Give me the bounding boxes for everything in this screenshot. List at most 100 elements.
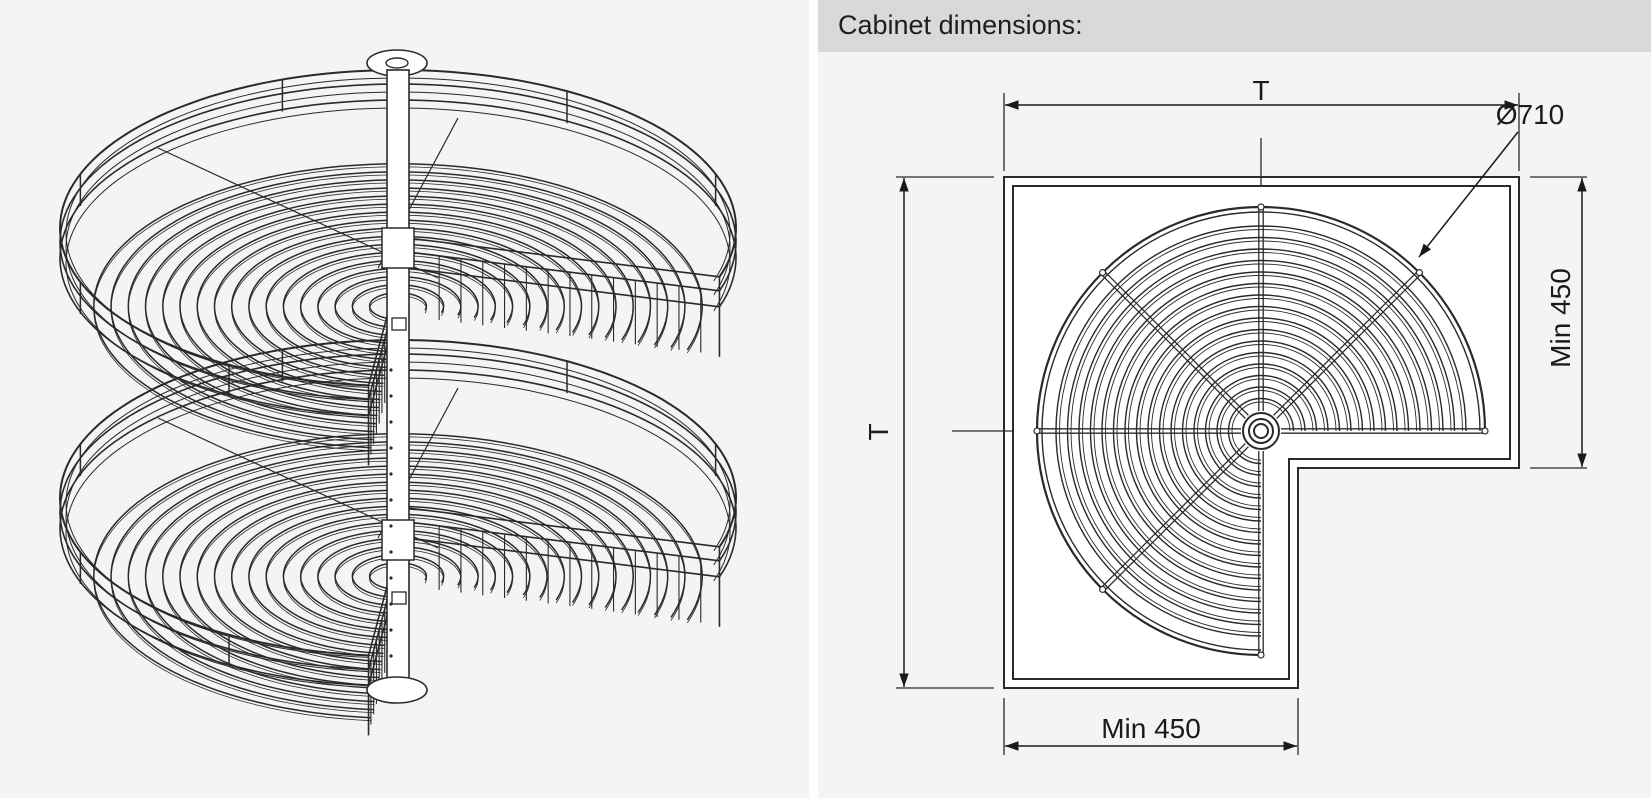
pole-adjust-hole — [389, 394, 393, 398]
tray-rim-rail-inner — [65, 377, 731, 688]
tray-floor-ring-shadow — [369, 295, 427, 323]
tray-rim-rail-inner — [65, 107, 731, 418]
basket-plan-view — [1033, 203, 1489, 659]
tray-floor-ring-shadow — [162, 468, 634, 689]
basket-wire-ring-inner — [1151, 321, 1371, 541]
spoke-end-knob — [1481, 427, 1489, 435]
section-header: Cabinet dimensions: — [818, 0, 1651, 52]
basket-wire-ring — [1147, 317, 1375, 545]
product-illustration-panel — [0, 0, 809, 798]
pole-adjust-hole — [389, 368, 393, 372]
dimension-bottom-min: Min 450 — [1003, 698, 1299, 755]
tray-floor-ring — [196, 481, 600, 671]
upper-hub-collar — [381, 227, 415, 269]
tray-floor-ring-shadow — [110, 174, 686, 443]
pole-adjust-hole — [389, 602, 393, 606]
basket-wire-ring-inner — [1231, 401, 1291, 461]
spoke-end-knob — [1257, 651, 1265, 659]
tray-floor-ring-shadow — [214, 492, 582, 665]
tray-floor-ring-shadow — [179, 476, 617, 681]
tray-floor-ring-shadow — [231, 500, 565, 657]
tray-floor-ring-shadow — [231, 230, 565, 387]
basket-spoke — [1100, 443, 1246, 589]
tray-floor-ring — [351, 283, 445, 328]
tray-floor-ring — [334, 275, 462, 337]
tray-side-rail — [407, 267, 720, 308]
dimension-left-height: T — [863, 176, 994, 689]
dimension-diameter-label: Ø710 — [1496, 99, 1565, 130]
tray-floor-ring-shadow — [334, 549, 462, 609]
tray-floor-ring — [213, 219, 583, 393]
basket-wire-ring-inner — [1220, 390, 1302, 472]
tray-floor-ring-shadow — [214, 222, 582, 395]
pole-adjust-hole — [389, 524, 393, 528]
center-pole — [366, 49, 428, 704]
spoke-end-knob — [1033, 427, 1041, 435]
tray-floor-ring — [162, 195, 634, 417]
section-title: Cabinet dimensions: — [838, 10, 1083, 40]
tray-floor-ring-shadow — [248, 508, 548, 649]
tray-floor-ring-shadow — [282, 524, 514, 633]
tray-floor-ring — [248, 235, 548, 377]
tray-floor-ring-shadow — [282, 254, 514, 363]
basket-spoke-pair — [1103, 446, 1249, 592]
tray-floor-ring-shadow — [317, 541, 479, 617]
dimension-bottom-label: Min 450 — [1101, 713, 1201, 744]
tray-floor-ring — [317, 267, 479, 345]
dimension-top-label: T — [1252, 75, 1269, 106]
tray-floor-ring-shadow — [369, 565, 427, 593]
tray-side-rail — [407, 537, 720, 578]
basket-wire-ring-inner — [1162, 332, 1360, 530]
basket-wire-ring — [1216, 386, 1306, 476]
tray-floor-ring-shadow — [317, 271, 479, 347]
pole-adjust-hole — [389, 654, 393, 658]
tray-floor-ring — [127, 179, 669, 433]
tray-side-rail — [407, 521, 720, 562]
tray-rim-rail-inner — [65, 77, 731, 388]
spoke-end-knob — [1099, 269, 1107, 277]
carousel-basket-illustration — [58, 49, 738, 736]
basket-wire-ring — [1227, 397, 1295, 465]
tray-floor-ring — [93, 433, 703, 719]
tray-floor-ring — [110, 441, 686, 711]
basket-rim-inner — [1041, 211, 1481, 651]
pole-adjust-hole — [389, 498, 393, 502]
tray-rim-rail-inner — [65, 347, 731, 658]
tray-floor-ring — [248, 505, 548, 647]
spoke-end-knob — [1099, 585, 1107, 593]
tray-floor-ring — [93, 163, 703, 449]
basket-wire-ring-inner — [1174, 344, 1348, 518]
tray-floor-ring-shadow — [110, 444, 686, 713]
tray-floor-ring-shadow — [179, 206, 617, 411]
tray-rim-rail-inner — [65, 361, 731, 672]
tray-floor-ring — [144, 457, 652, 695]
basket-wire-ring-inner — [1197, 367, 1325, 495]
basket-wire-ring — [1158, 328, 1364, 534]
tray-floor-ring — [368, 561, 428, 590]
pole-adjust-hole — [389, 550, 393, 554]
tray-floor-ring-shadow — [127, 452, 669, 705]
basket-wire-ring-inner — [1139, 309, 1383, 553]
spoke-end-knob — [1415, 269, 1423, 277]
pole-adjust-hole — [389, 576, 393, 580]
tray-floor-ring-shadow — [248, 238, 548, 379]
top-mount-hole — [385, 57, 409, 69]
tray-rim-rail-inner — [65, 91, 731, 402]
dimension-right-min: Min 450 — [1530, 176, 1587, 469]
tray-side-rail — [407, 237, 720, 278]
tray-floor-ring — [110, 171, 686, 441]
basket-wire-ring — [1135, 305, 1387, 557]
upper-basket-tray — [58, 68, 738, 466]
basket-wire-ring — [1089, 259, 1433, 603]
tray-floor-ring-shadow — [162, 198, 634, 419]
basket-wire-ring — [1066, 236, 1456, 626]
tray-floor-ring — [144, 187, 652, 425]
basket-wire-ring — [1101, 271, 1421, 591]
pole-adjust-hole — [389, 446, 393, 450]
tray-floor-ring — [317, 537, 479, 615]
basket-wire-ring-inner — [1128, 298, 1394, 564]
basket-wire-ring-inner — [1082, 252, 1440, 610]
basket-wire-ring — [1170, 340, 1352, 522]
basket-wire-ring — [1124, 294, 1398, 568]
tray-floor-ring — [196, 211, 600, 401]
